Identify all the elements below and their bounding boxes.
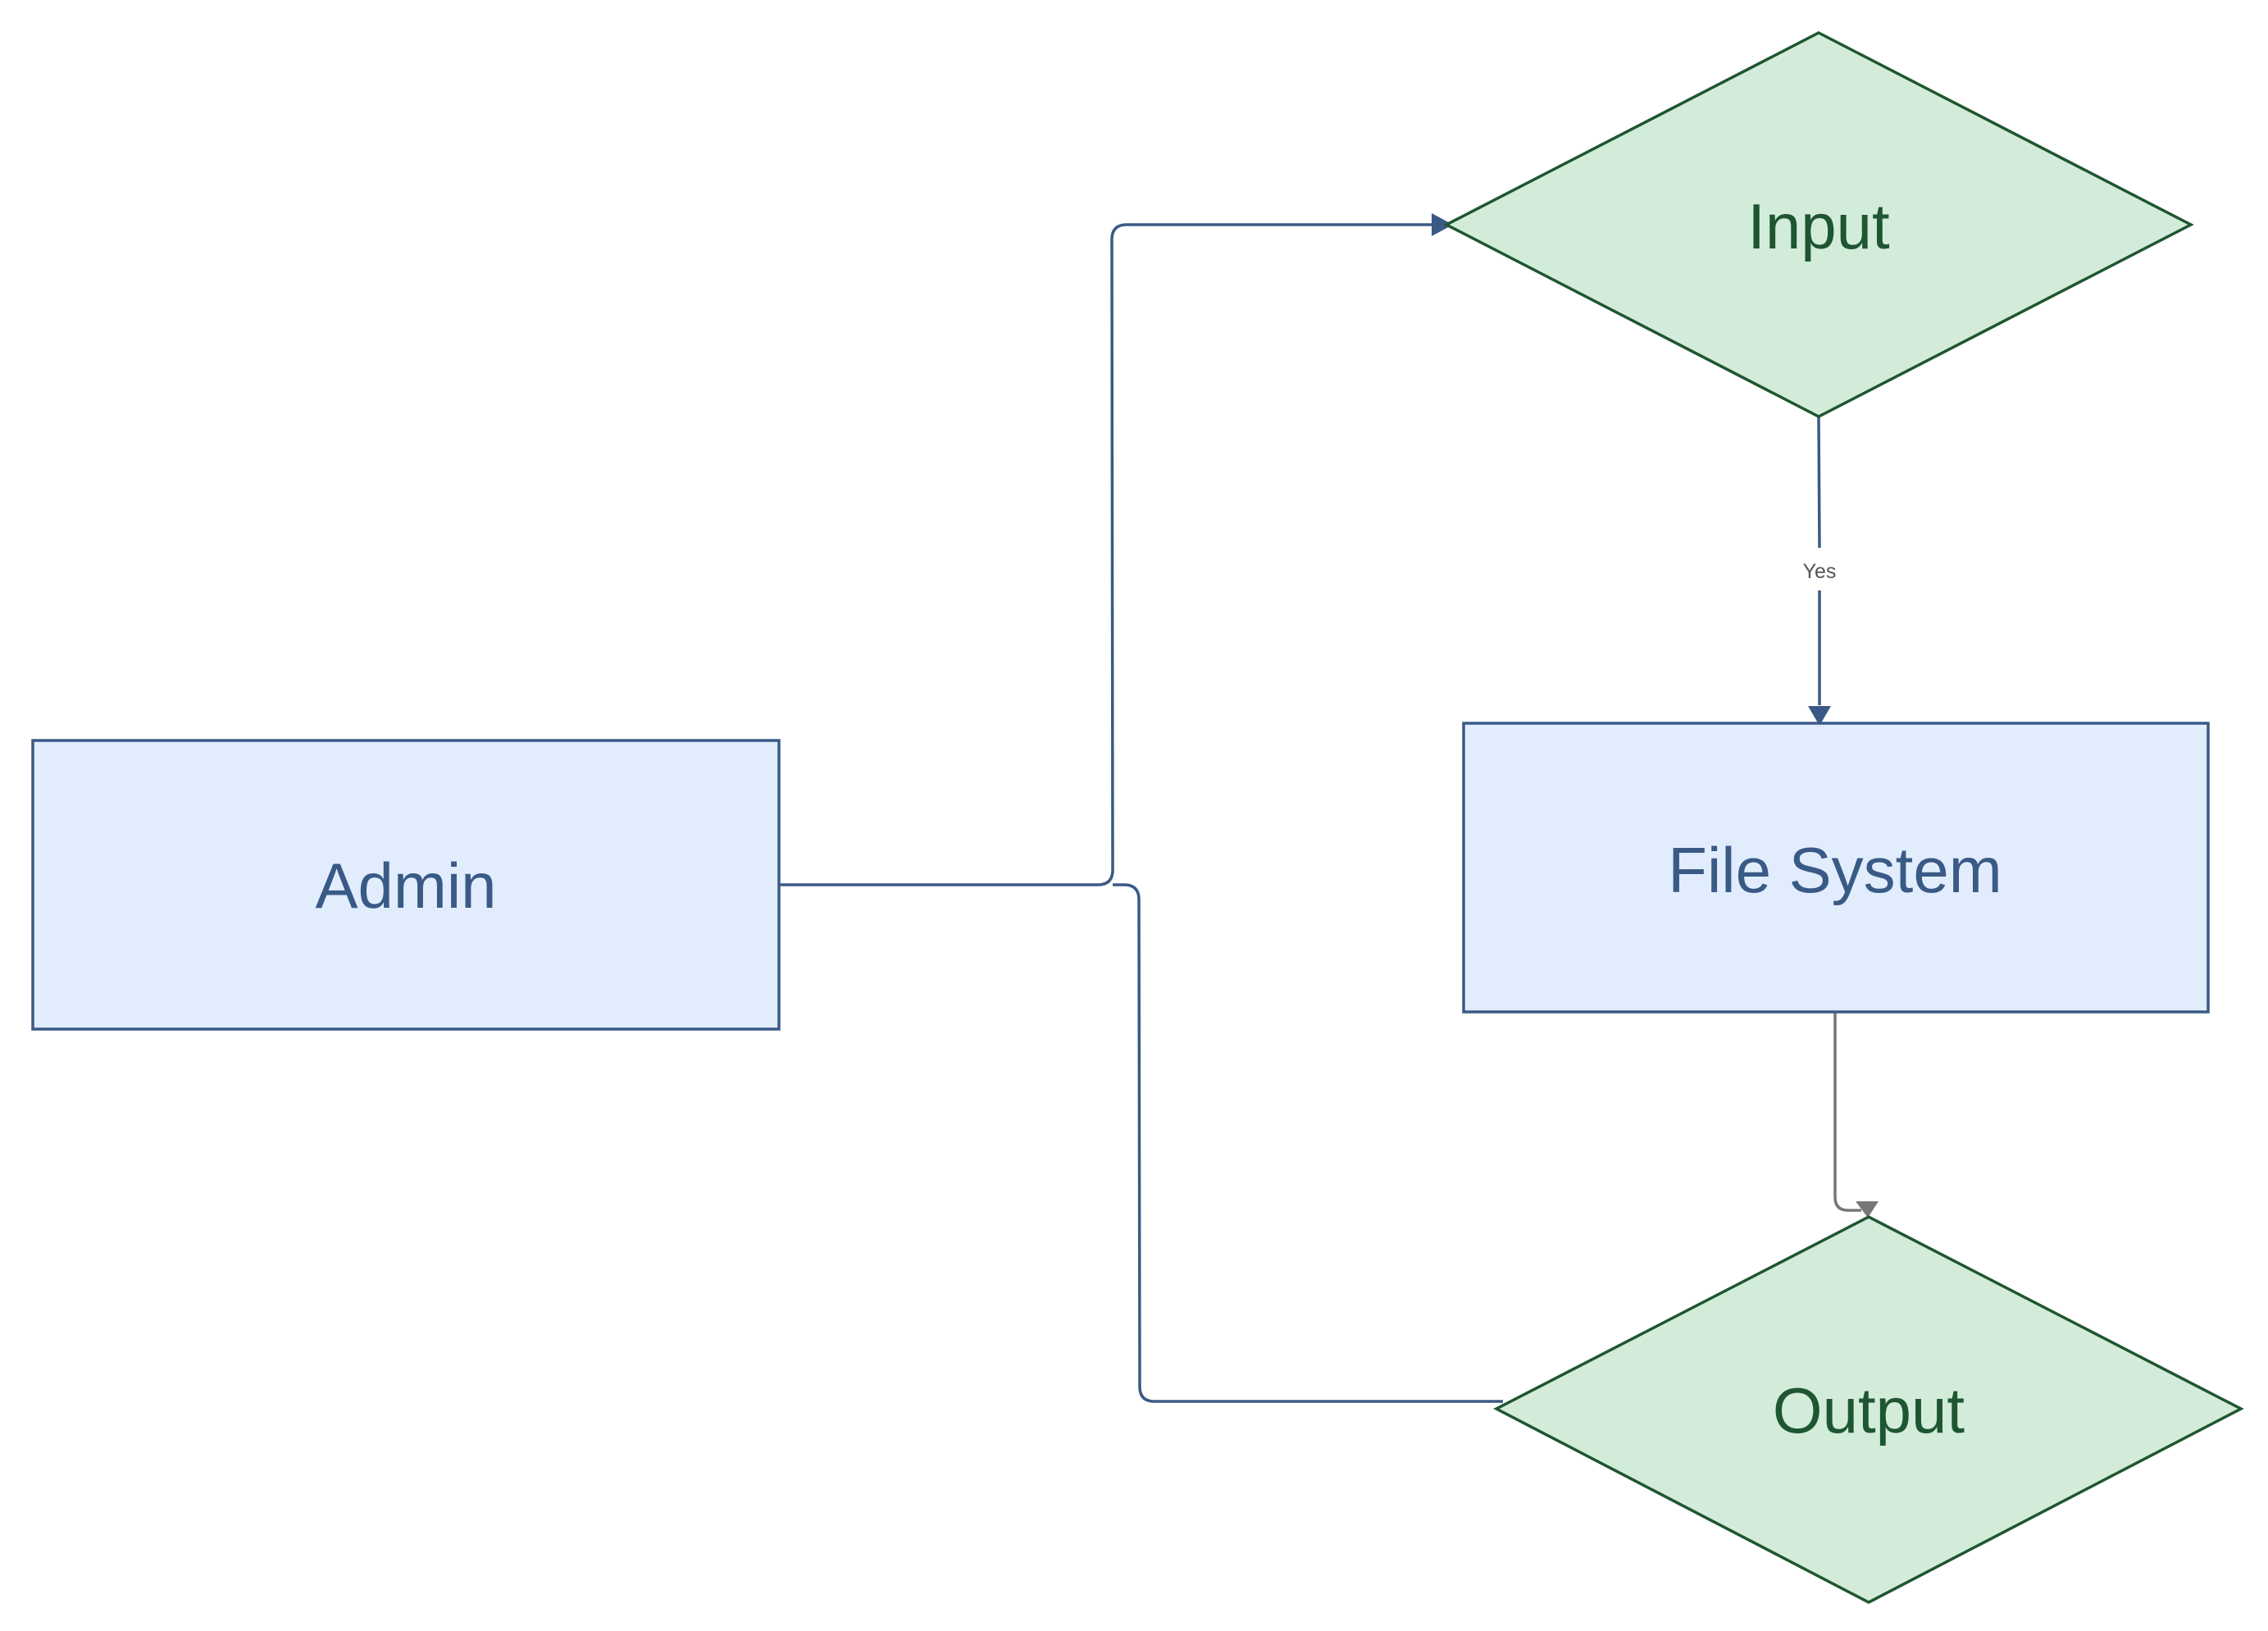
file-system-box <box>1462 722 2210 1014</box>
admin-box <box>31 739 781 1031</box>
arrowhead-icon <box>1856 1201 1879 1218</box>
edge-input-to-file-system[interactable]: Yes <box>1803 416 1837 726</box>
edge-admin-to-output[interactable] <box>1113 883 1503 1403</box>
node-output[interactable]: Output <box>1493 1215 2244 1604</box>
input-diamond <box>1443 31 2194 418</box>
arrowhead-icon <box>1808 706 1831 726</box>
input-label: Input <box>1747 190 1890 262</box>
node-admin[interactable]: Admin <box>31 739 781 1031</box>
admin-label: Admin <box>315 850 496 922</box>
node-file-system[interactable]: File System <box>1462 722 2210 1014</box>
output-label: Output <box>1773 1374 1965 1446</box>
node-input[interactable]: Input <box>1443 31 2194 418</box>
output-diamond <box>1493 1215 2244 1604</box>
edge-file-system-to-output[interactable] <box>1833 1012 1879 1218</box>
edge-admin-to-input[interactable] <box>779 213 1453 886</box>
file-system-label: File System <box>1668 834 2002 906</box>
arrowhead-icon <box>1432 213 1453 236</box>
edge-label-yes: Yes <box>1803 560 1837 583</box>
